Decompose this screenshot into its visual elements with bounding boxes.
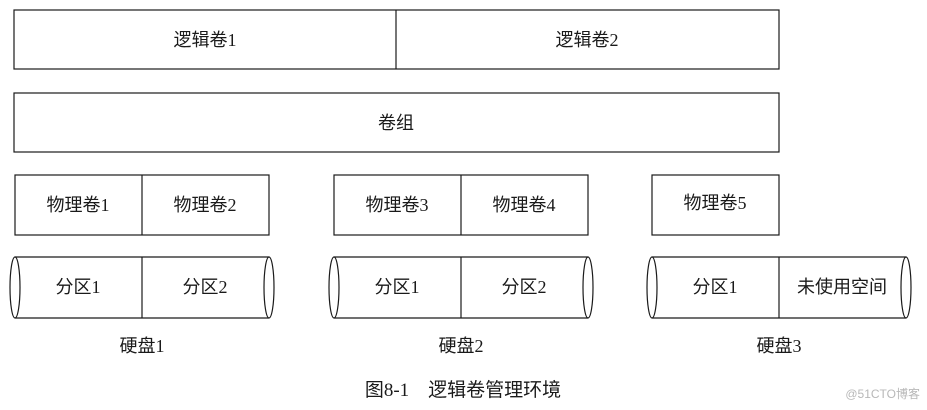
logical-volumes-row: 逻辑卷1 逻辑卷2	[13, 9, 780, 70]
disk-2-left-end	[328, 256, 340, 319]
logical-volume-1-label: 逻辑卷1	[174, 30, 237, 50]
physical-volume-4-label: 物理卷4	[493, 195, 556, 215]
logical-volume-2-label: 逻辑卷2	[556, 30, 619, 50]
physical-volume-1-label: 物理卷1	[47, 195, 110, 215]
disk-3-label: 硬盘3	[757, 336, 802, 356]
disk-1-right-end	[263, 256, 275, 319]
volume-group-box	[13, 92, 780, 153]
disk-2-partition-2-label: 分区2	[502, 277, 547, 297]
disk-2-right-end	[582, 256, 594, 319]
disk-3-unused-space-label: 未使用空间	[797, 277, 887, 297]
disk-3-group: 物理卷5 分区1 未使用空间 硬盘3	[646, 174, 912, 356]
disk-1-label: 硬盘1	[120, 336, 165, 356]
disk-3-partition-1-label: 分区1	[693, 277, 738, 297]
disk-3-cylinder: 分区1 未使用空间	[646, 256, 912, 319]
disk-1-partition-1-label: 分区1	[56, 277, 101, 297]
volume-group-label: 卷组	[378, 113, 414, 133]
volume-group-row: 卷组	[13, 92, 780, 153]
physical-volume-5-label: 物理卷5	[684, 193, 747, 213]
physical-volume-2-label: 物理卷2	[174, 195, 237, 215]
physical-volume-3-label: 物理卷3	[366, 195, 429, 215]
disk-2-group: 物理卷3 物理卷4 分区1 分区2 硬盘2	[328, 174, 594, 356]
disk-3-right-end	[900, 256, 912, 319]
disk-3-physical-volume-box	[651, 174, 780, 236]
figure-caption: 图8-1 逻辑卷管理环境	[365, 379, 561, 401]
disk-3-left-end	[646, 256, 658, 319]
watermark: @51CTO博客	[845, 386, 920, 401]
disk-2-cylinder: 分区1 分区2	[328, 256, 594, 319]
disk-2-partition-1-label: 分区1	[375, 277, 420, 297]
disk-1-partition-2-label: 分区2	[183, 277, 228, 297]
disk-2-label: 硬盘2	[439, 336, 484, 356]
disk-1-group: 物理卷1 物理卷2 分区1 分区2 硬盘1	[9, 174, 275, 356]
disk-1-cylinder: 分区1 分区2	[9, 256, 275, 319]
disk-1-left-end	[9, 256, 21, 319]
